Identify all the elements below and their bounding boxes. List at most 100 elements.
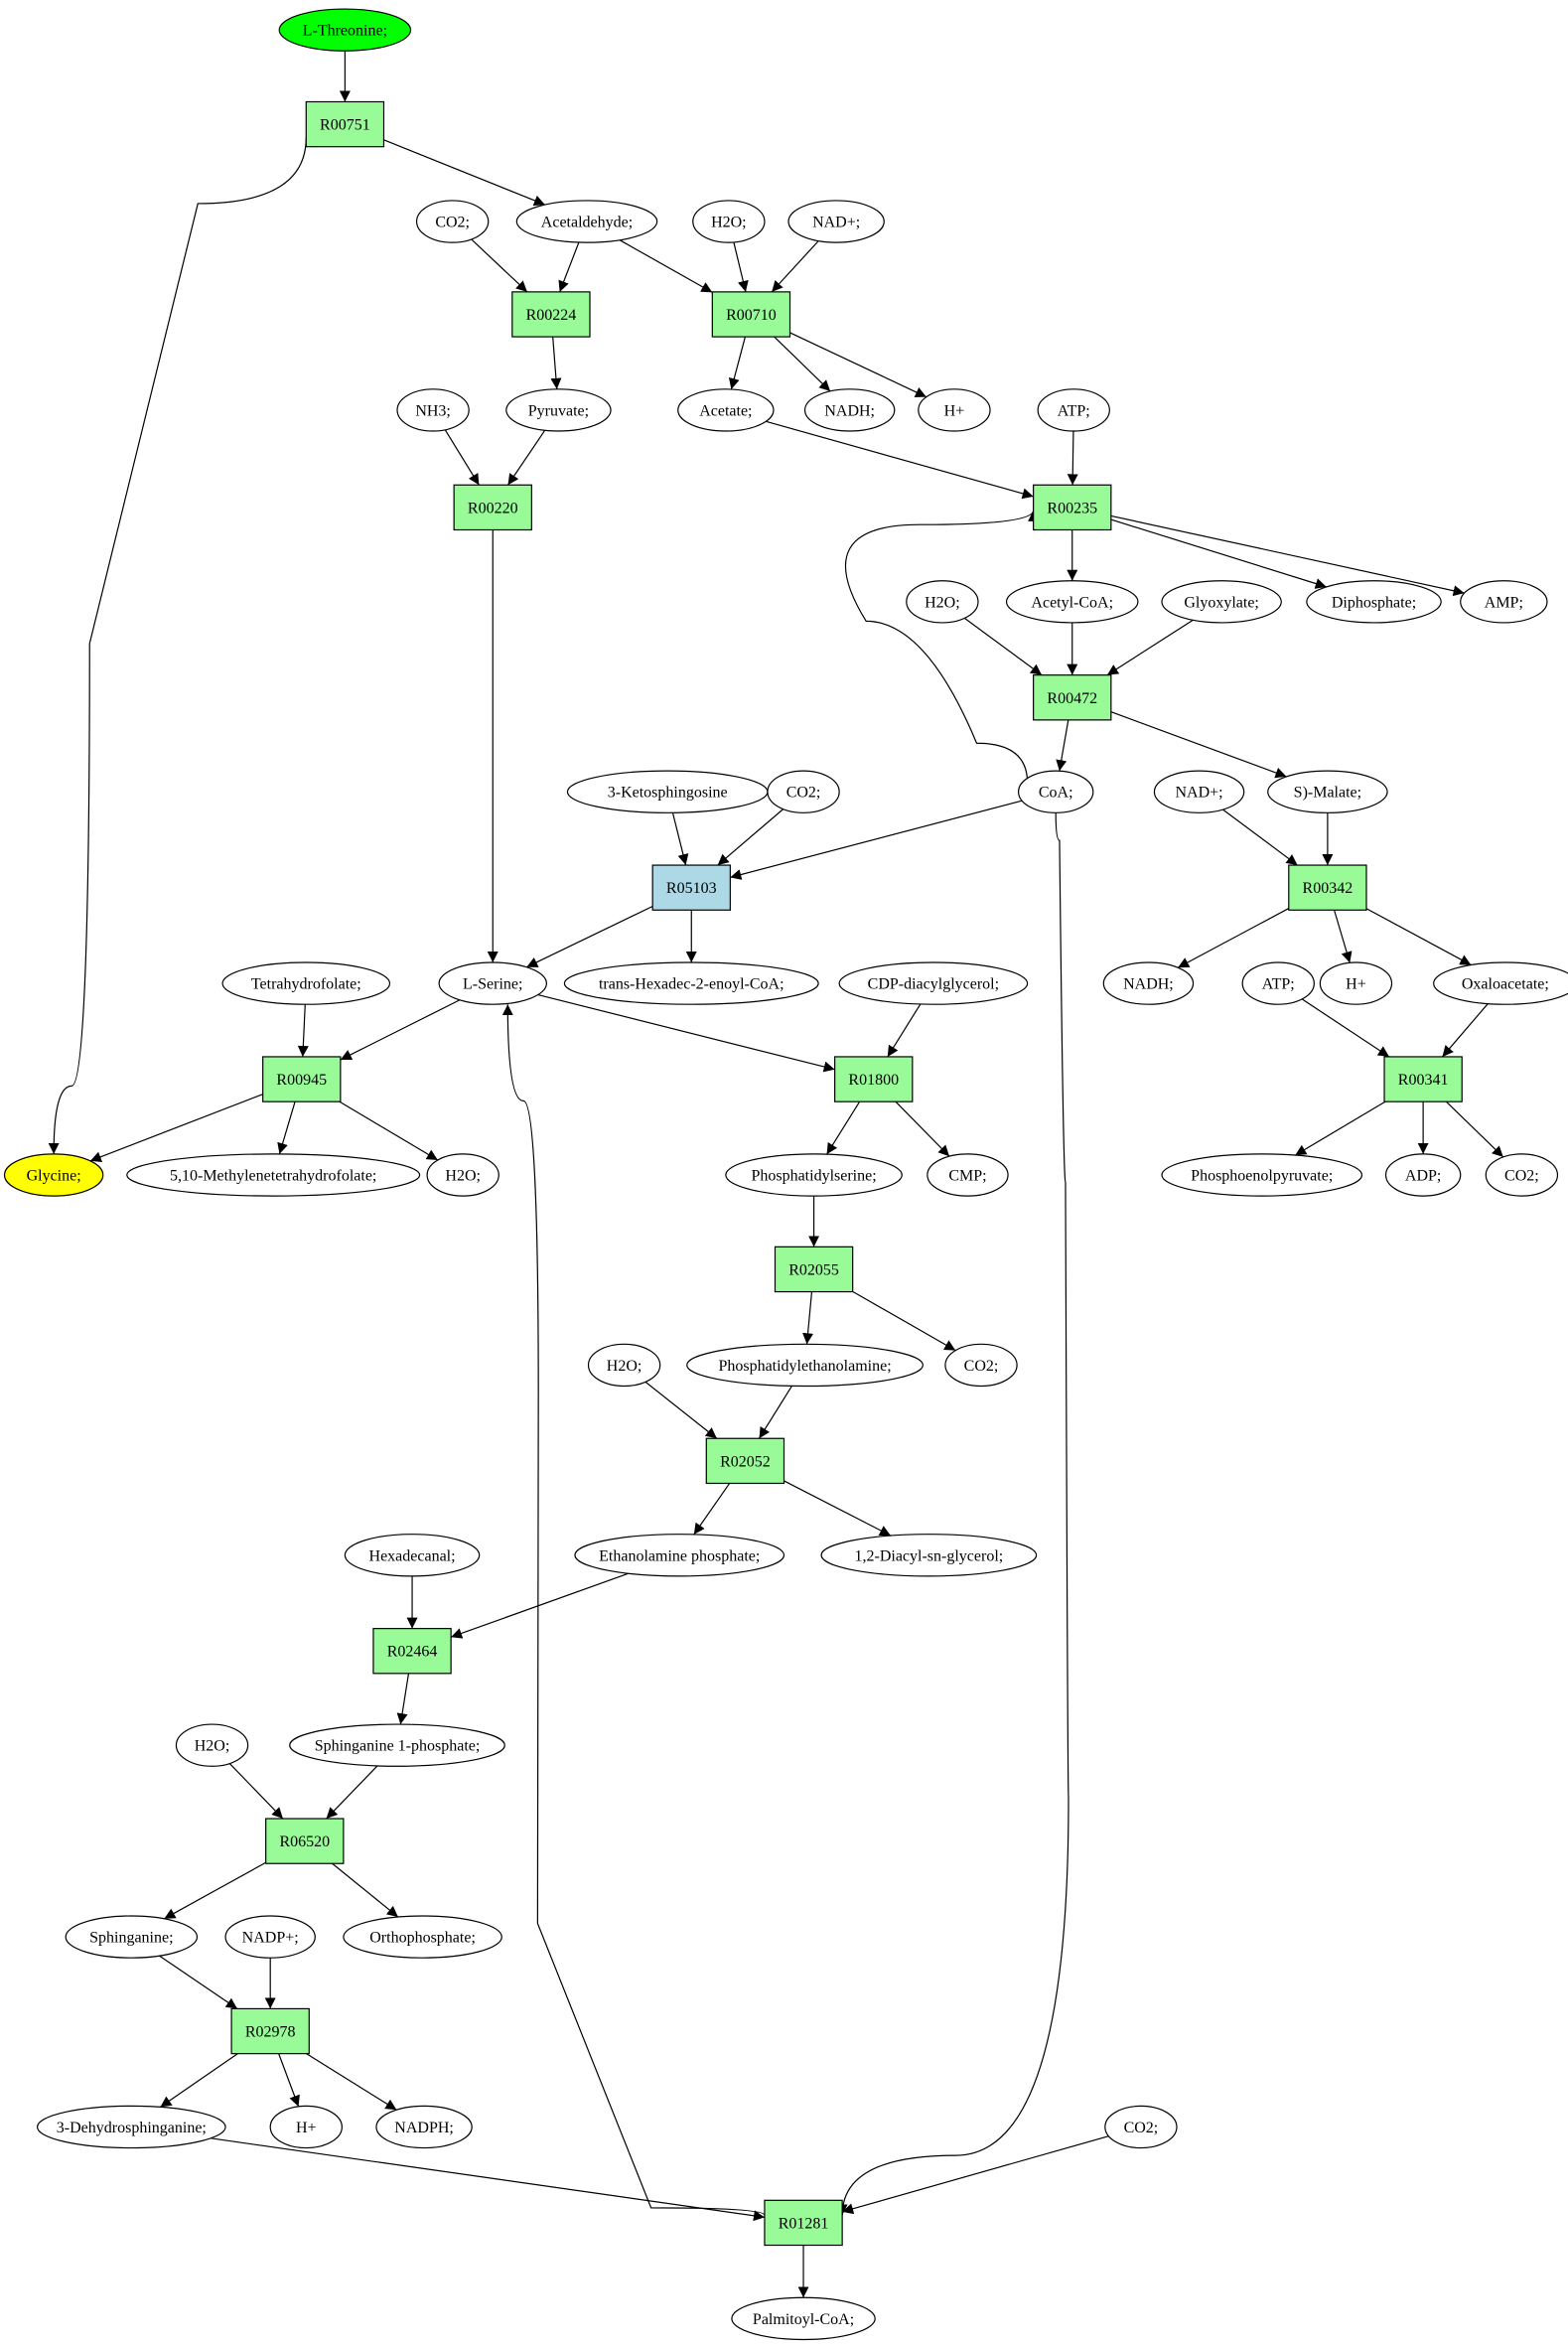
reaction-box	[774, 1246, 854, 1293]
reaction-node-r01800: R01800	[834, 1056, 914, 1102]
node-label: Ethanolamine phosphate;	[599, 1547, 760, 1564]
edge-glyox-to-R00472	[1106, 619, 1194, 676]
node-label: H2O;	[445, 1168, 481, 1185]
compound-ellipse	[1460, 580, 1548, 624]
compound-ellipse	[1161, 1153, 1363, 1197]
edge-R00224-to-pyr	[550, 337, 562, 389]
node-label: R05103	[666, 880, 717, 897]
edge-R02978-to-hplus_c	[278, 2053, 300, 2108]
edge-R02978-to-dhs	[160, 2053, 238, 2108]
compound-ellipse	[1161, 580, 1282, 624]
node-label: H2O;	[925, 594, 960, 611]
edge-R00342-to-oxa	[1365, 908, 1472, 966]
edge-R00472-to-smal	[1110, 711, 1287, 779]
node-label: 5,10-Methylenetetrahydrofolate;	[170, 1168, 376, 1185]
node-label: Phosphatidylethanolamine;	[718, 1358, 891, 1375]
node-label: Oxaloacetate;	[1462, 976, 1549, 993]
edge-R01281-to-ser	[501, 1004, 766, 2216]
compound-ellipse	[278, 8, 412, 52]
compound-node-etp: Ethanolamine phosphate;	[574, 1534, 785, 1577]
edge-acetald-to-R00710	[619, 239, 713, 293]
compound-ellipse	[677, 388, 775, 432]
compound-node-glyox: Glyoxylate;	[1161, 580, 1282, 624]
node-label: Acetyl-CoA;	[1031, 594, 1113, 611]
reaction-node-r00710: R00710	[711, 291, 791, 338]
node-label: R00472	[1047, 690, 1097, 707]
edge-R06520-to-ortho	[332, 1862, 399, 1918]
compound-ellipse	[175, 1723, 249, 1767]
compound-ellipse	[415, 200, 490, 243]
edge-acetald-to-R00224	[558, 241, 580, 293]
edge-R00341-to-pep	[1294, 1100, 1386, 1156]
compound-node-s1p: Sphinganine 1-phosphate;	[289, 1723, 505, 1767]
compound-node-nad-a: NAD+;	[787, 200, 885, 243]
compound-node-co2-b: CO2;	[767, 770, 840, 813]
node-label: CO2;	[786, 785, 821, 802]
edge-R00751-to-gly	[48, 137, 307, 1154]
compound-ellipse	[767, 770, 840, 813]
compound-node-h2o-a: H2O;	[692, 200, 766, 243]
compound-ellipse	[1005, 580, 1139, 624]
node-label: R00342	[1303, 880, 1354, 897]
compound-ellipse	[3, 1153, 104, 1197]
compound-ellipse	[344, 1534, 481, 1577]
node-label: NADH;	[824, 402, 875, 419]
node-label: NADPH;	[394, 2120, 454, 2136]
compound-node-ps: Phosphatidylserine;	[725, 1153, 903, 1197]
compound-node-hplus-a: H+	[918, 388, 991, 432]
compound-node-h2o-b: H2O;	[906, 580, 979, 624]
compound-node-pyr: Pyruvate;	[505, 388, 612, 432]
node-label: L-Threonine;	[303, 23, 387, 40]
compound-node-gly: Glycine;	[3, 1153, 104, 1197]
edge-R02052-to-etp	[693, 1483, 731, 1536]
edge-co2_a-to-R00224	[471, 238, 528, 293]
compound-ellipse	[1485, 1153, 1559, 1197]
edge-R02055-to-co2_d	[852, 1290, 956, 1352]
edge-pe-to-R02052	[758, 1386, 792, 1439]
compound-node-nadp: NADP+;	[224, 1915, 316, 1959]
compound-node-hexal: Hexadecanal;	[344, 1534, 481, 1577]
compound-node-cmp: CMP;	[927, 1153, 1009, 1197]
compound-ellipse	[269, 2105, 343, 2149]
node-label: R00710	[726, 307, 777, 324]
node-label: R02978	[245, 2024, 296, 2041]
edge-acetate-to-R00235	[766, 420, 1034, 500]
node-label: H+	[1346, 976, 1366, 993]
compound-node-thd: trans-Hexadec-2-enoyl-CoA;	[563, 961, 819, 1005]
edge-R00710-to-acetate	[728, 336, 747, 390]
edge-R02464-to-s1p	[396, 1673, 410, 1725]
edge-nh3-to-R00220	[444, 429, 480, 486]
reaction-box	[1033, 484, 1112, 531]
compound-ellipse	[1104, 2105, 1178, 2149]
node-label: S)-Malate;	[1294, 785, 1361, 802]
compound-node-nad-b: NAD+;	[1153, 770, 1245, 813]
edge-R00235-to-amp	[1110, 514, 1465, 597]
reaction-box	[764, 2199, 843, 2247]
compound-node-nh3: NH3;	[396, 388, 470, 432]
compound-node-co2-e: CO2;	[1104, 2105, 1178, 2149]
compound-ellipse	[563, 961, 819, 1005]
edge-s1p-to-R06520	[326, 1765, 378, 1820]
compound-node-nadph: NADPH;	[375, 2105, 473, 2149]
edge-R00342-to-nadh_b	[1177, 908, 1290, 968]
edge-R05103-to-ser	[526, 905, 653, 968]
edge-etp-to-R02464	[450, 1572, 630, 1639]
reaction-node-r02978: R02978	[230, 2007, 310, 2055]
node-label: Acetaldehyde;	[541, 215, 633, 231]
edge-R00945-to-gly	[89, 1094, 263, 1162]
compound-ellipse	[1037, 388, 1110, 432]
node-label: CDP-diacylglycerol;	[868, 976, 999, 993]
node-label: R01800	[848, 1072, 899, 1089]
node-label: CoA;	[1039, 785, 1073, 802]
edge-ser-to-R00945	[340, 999, 461, 1061]
compound-ellipse	[1241, 961, 1315, 1005]
edge-R00751-to-acetald	[383, 139, 546, 207]
compound-node-oxa: Oxaloacetate;	[1433, 961, 1568, 1005]
compound-ellipse	[803, 388, 896, 432]
node-label: CO2;	[1124, 2120, 1159, 2136]
compound-ellipse	[838, 961, 1029, 1005]
reaction-node-r02464: R02464	[372, 1628, 452, 1675]
edge-dhs-to-R01281	[211, 2137, 766, 2222]
reaction-node-r02055: R02055	[774, 1246, 854, 1293]
edge-R00710-to-hplus_a	[789, 332, 927, 398]
